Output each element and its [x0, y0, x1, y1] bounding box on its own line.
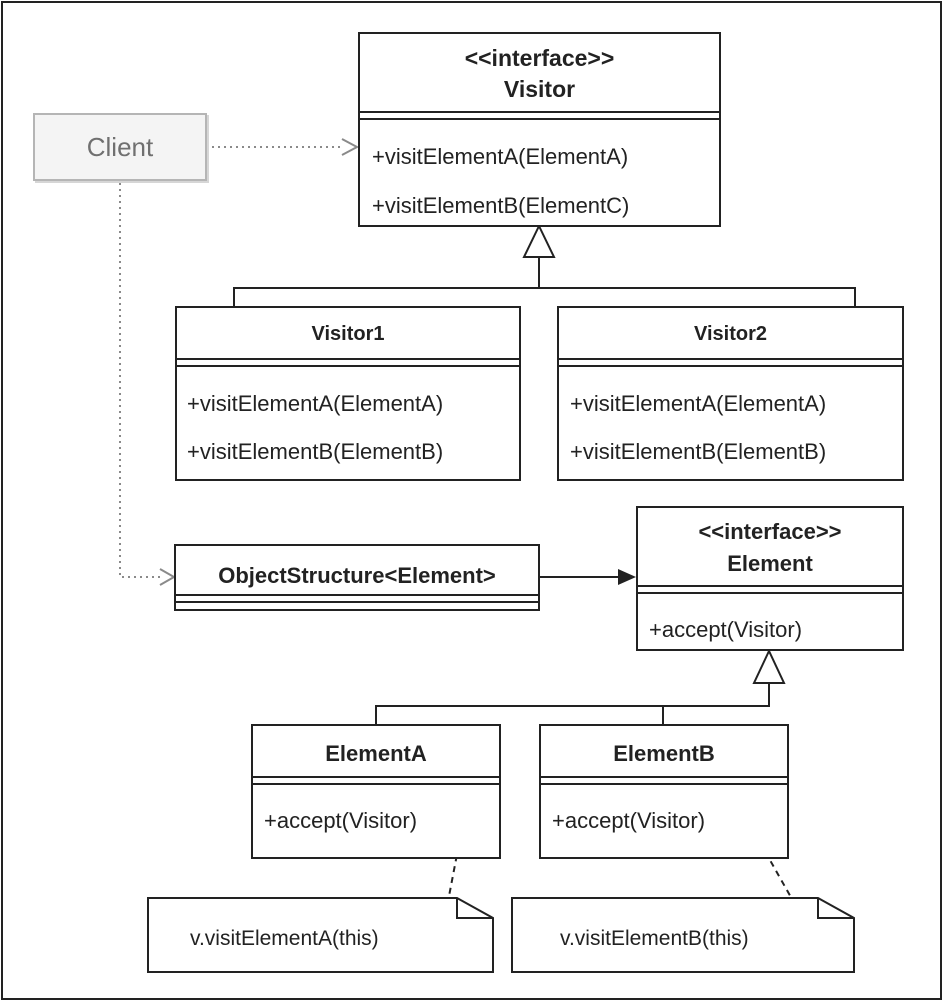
divider — [253, 776, 499, 778]
element-b-method: +accept(Visitor) — [552, 808, 706, 833]
divider — [177, 365, 519, 367]
note-a-anchor — [440, 822, 464, 939]
visitor2-method: +visitElementA(ElementA) — [570, 391, 827, 416]
element-interface-stereotype: <<interface>> — [698, 519, 842, 544]
element-interface-name: Element — [727, 551, 813, 576]
element-interface-class: <<interface>> Element +accept(Visitor) — [636, 506, 904, 651]
visitor1-method: +visitElementA(ElementA) — [187, 391, 444, 416]
divider — [177, 358, 519, 360]
object-structure-header: ObjectStructure<Element> — [176, 546, 538, 606]
element-b-header: ElementB — [541, 726, 787, 782]
element-a-class: ElementA +accept(Visitor) — [251, 724, 501, 859]
divider — [360, 111, 719, 113]
client-label: Client — [86, 131, 154, 162]
visitor-realization-connector — [233, 223, 856, 306]
client-to-objectstructure-dependency — [119, 183, 177, 586]
element-b-class: ElementB +accept(Visitor) — [539, 724, 789, 859]
note-a-text: v.visitElementA(this) — [190, 927, 379, 950]
divider — [176, 601, 538, 603]
hollow-triangle-icon — [522, 223, 556, 258]
visitor-interface-method: +visitElementB(ElementC) — [372, 193, 630, 218]
visitor2-class: Visitor2 +visitElementA(ElementA) +visit… — [557, 306, 904, 481]
element-a-method: +accept(Visitor) — [264, 808, 418, 833]
note-b — [511, 897, 855, 973]
object-structure-name: ObjectStructure<Element> — [218, 563, 496, 588]
element-a-name: ElementA — [325, 741, 427, 766]
visitor2-name: Visitor2 — [694, 322, 767, 345]
open-arrowhead-icon — [341, 138, 360, 156]
divider — [176, 594, 538, 596]
divider — [253, 783, 499, 785]
divider — [559, 365, 902, 367]
divider — [360, 118, 719, 120]
divider — [541, 776, 787, 778]
divider — [559, 358, 902, 360]
element-a-header: ElementA — [253, 726, 499, 782]
element-interface-method: +accept(Visitor) — [649, 617, 803, 642]
filled-arrowhead-icon — [618, 569, 636, 585]
objectstructure-to-element-association — [540, 569, 636, 585]
client-box: Client — [33, 113, 207, 181]
hollow-triangle-icon — [752, 648, 786, 684]
visitor-interface-method: +visitElementA(ElementA) — [372, 144, 629, 169]
visitor2-method: +visitElementB(ElementB) — [570, 439, 827, 464]
divider — [638, 585, 902, 587]
folded-corner-icon — [456, 898, 493, 919]
visitor-interface-header: <<interface>> Visitor — [360, 34, 719, 114]
folded-corner-icon — [817, 898, 854, 919]
visitor2-header: Visitor2 — [559, 308, 902, 360]
visitor1-method: +visitElementB(ElementB) — [187, 439, 444, 464]
element-interface-header: <<interface>> Element — [638, 508, 902, 588]
element-realization-connector — [375, 648, 786, 724]
visitor1-class: Visitor1 +visitElementA(ElementA) +visit… — [175, 306, 521, 481]
visitor-interface-class: <<interface>> Visitor +visitElementA(Ele… — [358, 32, 721, 227]
divider — [638, 592, 902, 594]
open-arrowhead-icon — [159, 568, 177, 586]
element-b-name: ElementB — [613, 741, 715, 766]
visitor1-name: Visitor1 — [311, 322, 385, 345]
visitor1-header: Visitor1 — [177, 308, 519, 360]
visitor-interface-stereotype: <<interface>> — [464, 45, 615, 71]
object-structure-class: ObjectStructure<Element> — [174, 544, 540, 611]
note-a — [147, 897, 494, 973]
divider — [541, 783, 787, 785]
note-b-text: v.visitElementB(this) — [560, 927, 749, 950]
visitor-interface-name: Visitor — [503, 76, 576, 102]
client-to-visitor-dependency — [212, 138, 360, 156]
